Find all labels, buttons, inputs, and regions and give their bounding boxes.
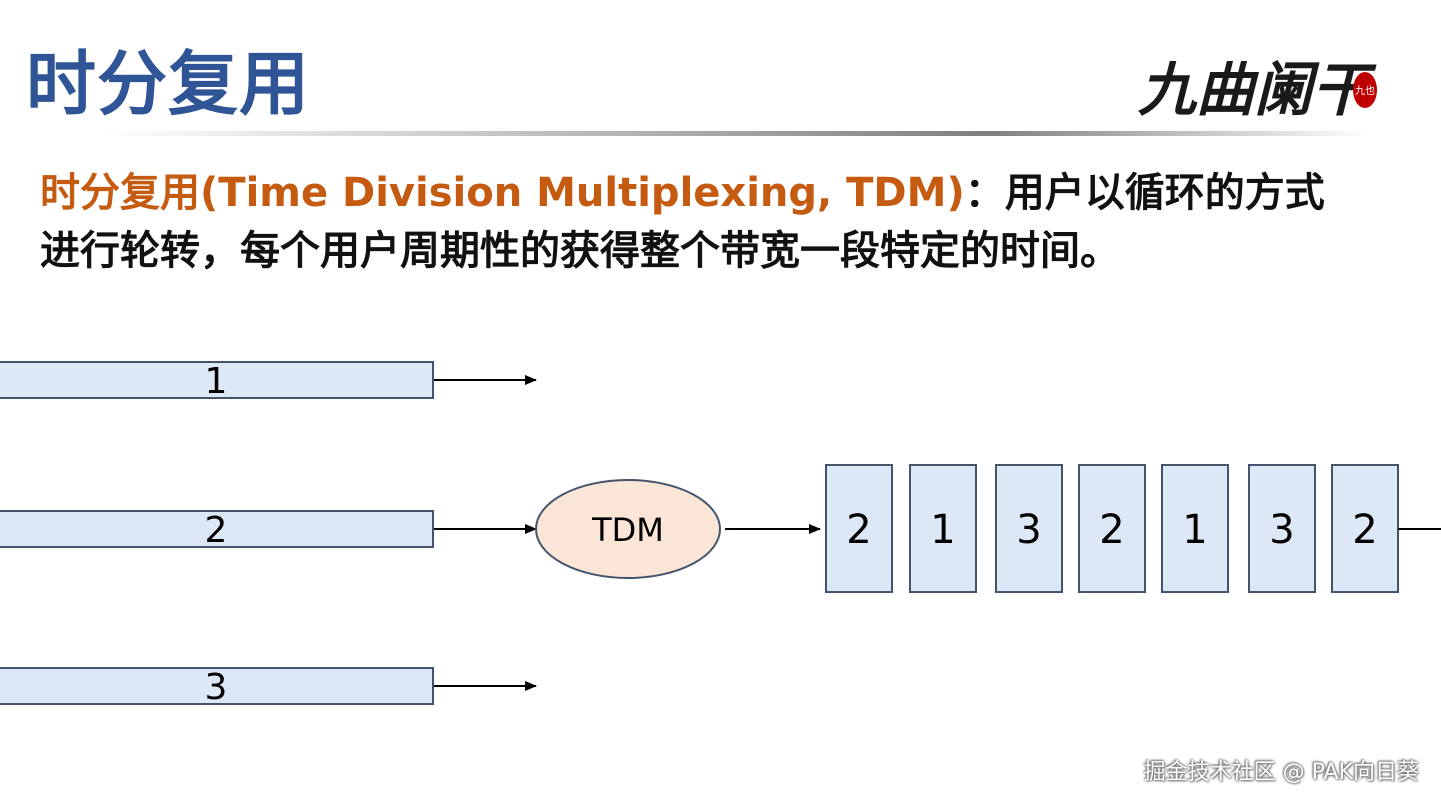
tdm-multiplexer-label: TDM <box>591 511 664 549</box>
output-slot-6-label: 3 <box>1269 507 1294 553</box>
logo-seal-text: 九也 <box>1355 84 1375 97</box>
output-slot-4-label: 2 <box>1099 507 1124 553</box>
input-channel-3-bar <box>0 667 434 705</box>
output-slot-5-label: 1 <box>1182 507 1207 553</box>
definition-text: 时分复用(Time Division Multiplexing, TDM)：用户… <box>40 164 1340 280</box>
logo: 九曲阑干 九也 <box>1138 56 1377 124</box>
logo-calligraphy: 九曲阑干 <box>1138 56 1377 124</box>
title-divider <box>100 131 1370 136</box>
page-title: 时分复用 <box>26 43 310 125</box>
output-slot-1 <box>825 464 893 593</box>
output-slot-6 <box>1248 464 1316 593</box>
input-channel-2-label: 2 <box>205 510 228 551</box>
output-slot-3 <box>995 464 1063 593</box>
definition-separator: ： <box>964 170 1005 216</box>
tdm-multiplexer <box>535 479 721 579</box>
input-channel-2-bar <box>0 510 434 548</box>
output-slot-1-label: 2 <box>846 507 871 553</box>
input-channel-1-bar <box>0 361 434 399</box>
output-slot-2-label: 1 <box>930 507 955 553</box>
output-slot-4 <box>1078 464 1146 593</box>
output-slot-7-label: 2 <box>1352 507 1377 553</box>
definition-body: 用户以循环的方式进行轮转，每个用户周期性的获得整个带宽一段特定的时间。 <box>40 170 1325 274</box>
output-slot-3-label: 3 <box>1016 507 1041 553</box>
definition-term: 时分复用(Time Division Multiplexing, TDM) <box>40 170 965 216</box>
input-channel-3-label: 3 <box>205 667 228 708</box>
logo-seal <box>1353 72 1377 108</box>
watermark: 掘金技术社区 @ PAK向日葵 <box>1143 760 1419 785</box>
output-slot-5 <box>1161 464 1229 593</box>
input-channel-1-label: 1 <box>205 361 228 402</box>
output-slot-2 <box>909 464 977 593</box>
